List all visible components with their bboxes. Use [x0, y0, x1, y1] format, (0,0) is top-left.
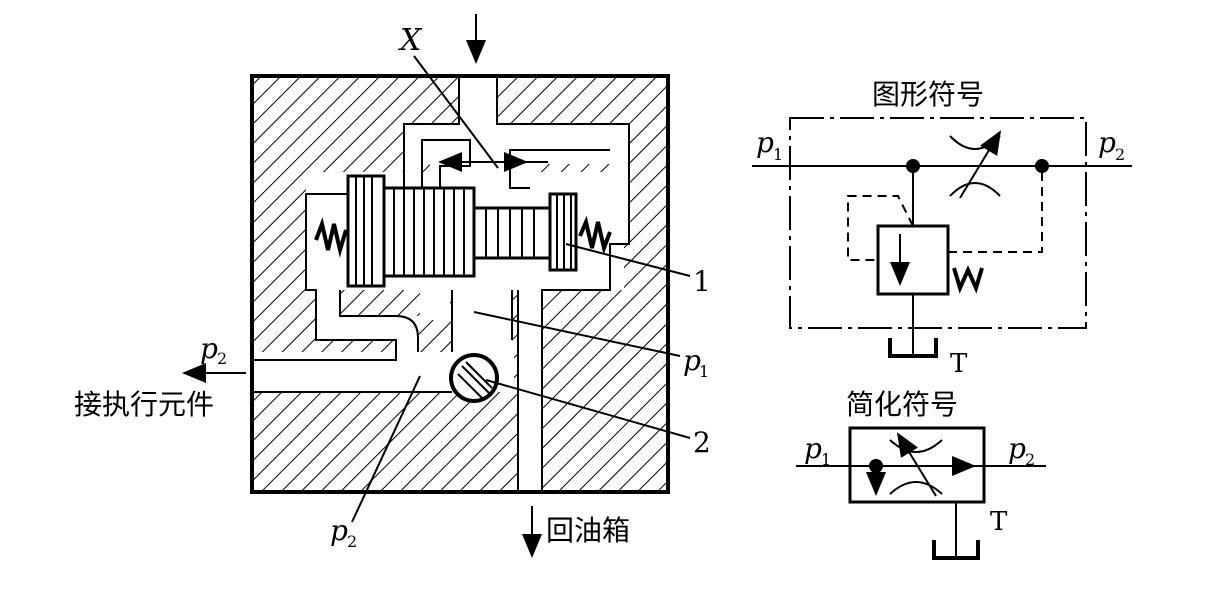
symbol-title: 图形符号: [872, 78, 984, 111]
pilot-line-right: [948, 166, 1043, 253]
symbol-tank-label: T: [950, 349, 968, 379]
symbol-tank: [888, 338, 938, 358]
symbol-p2-label: p: [1098, 126, 1116, 159]
symbol-boundary: [789, 117, 1087, 329]
throttle-lower-arc: [949, 182, 1001, 197]
p1-leader: [473, 311, 681, 357]
symbol-p1-label: p: [756, 126, 774, 159]
callout-2-leader: [485, 379, 691, 439]
simplified-title: 简化符号: [846, 388, 958, 421]
simplified-p2-label: p: [1008, 432, 1026, 465]
callout-1-leader: [565, 243, 691, 277]
simplified-junction: [869, 459, 883, 473]
check-ball-hatch: [457, 361, 493, 399]
simplified-adjust-arrow: [896, 432, 937, 497]
callout-2: 2: [693, 426, 711, 459]
valve-p2-left-label: p: [200, 332, 218, 365]
symbol-p1-sub: 1: [773, 145, 783, 164]
graphic-symbol: 图形符号 p 1 p 2 T: [752, 78, 1132, 379]
pilot-line-left: [847, 195, 914, 261]
spool: [346, 174, 578, 288]
valve-p1-label: p: [683, 344, 701, 377]
label-x-leader: [413, 55, 499, 169]
valve-p1-sub: 1: [699, 362, 709, 381]
valve-p2-left-sub: 2: [217, 349, 227, 368]
throttle-adjust-arrow: [959, 130, 1002, 199]
to-actuator-label: 接执行元件: [74, 388, 214, 421]
simplified-throttle-lower: [889, 481, 943, 495]
simplified-p1-label: p: [804, 432, 822, 465]
compensator-valve: [876, 224, 950, 296]
right-spring: [578, 215, 612, 255]
simplified-p1-sub: 1: [821, 450, 831, 469]
to-tank-label: 回油箱: [546, 514, 630, 547]
simplified-tank: [932, 540, 980, 560]
callout-1: 1: [693, 265, 711, 298]
valve-section: X 1 2 p 1 p 2 接执行元件 p 2 回油箱: [74, 14, 711, 558]
symbol-junction-right: [1035, 159, 1049, 173]
compensator-spring: [952, 265, 984, 294]
left-spring: [314, 217, 348, 258]
valve-p2-bottom-sub: 2: [347, 532, 357, 551]
label-x: X: [398, 23, 423, 58]
simplified-p2-sub: 2: [1025, 450, 1035, 469]
symbol-p2-sub: 2: [1115, 145, 1125, 164]
simplified-symbol: 简化符号 p 1 p 2 T: [796, 388, 1046, 560]
p2-bottom-leader: [351, 375, 421, 523]
simplified-tank-label: T: [990, 507, 1008, 537]
valve-p2-bottom-label: p: [330, 514, 348, 547]
